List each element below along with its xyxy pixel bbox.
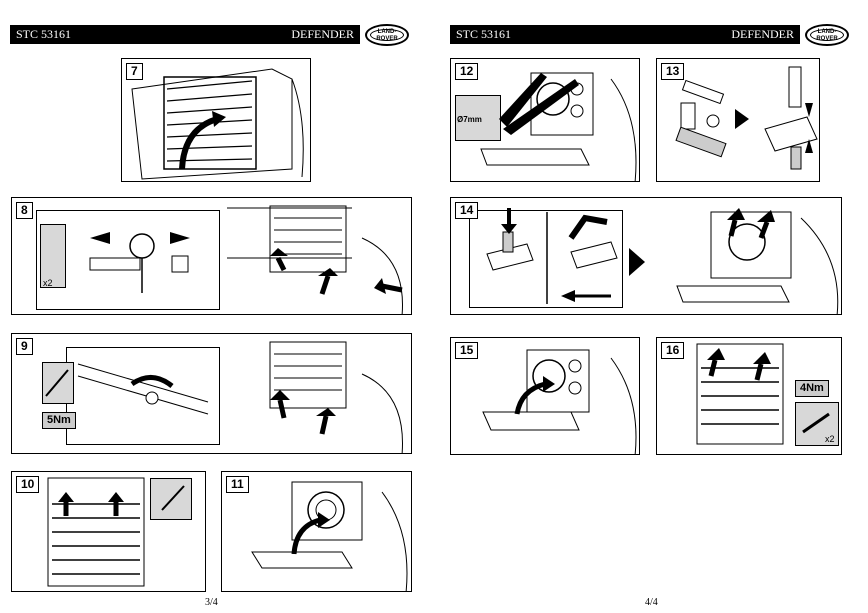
step-number: 14 — [455, 202, 479, 219]
step-9-detail-inset — [66, 347, 220, 445]
step-number: 13 — [661, 63, 685, 80]
drill-size-label: Ø7mm — [457, 115, 482, 124]
torque-value-tag: 5Nm — [42, 412, 76, 429]
step-number: 7 — [126, 63, 143, 80]
mark-holes-illustration — [47, 477, 185, 587]
step-number: 10 — [16, 476, 40, 493]
model-name: DEFENDER — [291, 27, 354, 41]
fit-lamp-bracket-illustration — [251, 481, 408, 591]
step-9-panel: 9 5Nm — [11, 333, 412, 454]
page-number-left: 3/4 — [205, 597, 218, 608]
fixing-kit-box — [40, 224, 66, 288]
step-15-panel: 15 — [450, 337, 640, 455]
grille-removal-illustration — [131, 68, 304, 180]
step-number: 15 — [455, 342, 479, 359]
step-16-panel: 16 4Nm x2 — [656, 337, 842, 455]
step-number: 11 — [226, 476, 249, 493]
fixing-insert-illustration — [675, 66, 818, 170]
step-8-detail-inset — [36, 210, 220, 310]
step-number: 8 — [16, 202, 33, 219]
quantity-label: x2 — [43, 278, 53, 288]
step-10-panel: 10 — [11, 471, 206, 592]
secure-bracket-illustration — [486, 208, 839, 314]
tighten-fixing-illustration — [45, 341, 403, 453]
drill-holes-illustration — [480, 72, 637, 181]
torque-value-tag: 4Nm — [795, 380, 829, 397]
step-8-panel: 8 x2 — [11, 197, 412, 315]
step-number: 16 — [661, 342, 685, 359]
page-number-right: 4/4 — [645, 597, 658, 608]
header-bar-left: STC 53161 DEFENDER — [10, 25, 360, 44]
doc-code: STC 53161 — [456, 27, 512, 41]
drill-box — [455, 95, 501, 141]
step-number: 12 — [455, 63, 479, 80]
step-7-panel: 7 — [121, 58, 311, 182]
step-13-panel: 13 — [656, 58, 820, 182]
fixing-assembly-illustration — [89, 205, 403, 314]
land-rover-logo-right: LAND-ROVER — [805, 24, 849, 46]
step-14-detail-inset — [469, 210, 623, 308]
header-bar-right: STC 53161 DEFENDER — [450, 25, 800, 44]
secure-grille-illustration — [696, 343, 830, 445]
step-number: 9 — [16, 338, 33, 355]
step-11-panel: 11 — [221, 471, 412, 592]
land-rover-logo-left: LAND-ROVER — [365, 24, 409, 46]
step-12-panel: 12 Ø7mm — [450, 58, 640, 182]
doc-code: STC 53161 — [16, 27, 72, 41]
fit-grille-illustration — [482, 349, 637, 454]
step-14-panel: 14 — [450, 197, 842, 315]
quantity-label: x2 — [825, 434, 835, 444]
model-name: DEFENDER — [731, 27, 794, 41]
